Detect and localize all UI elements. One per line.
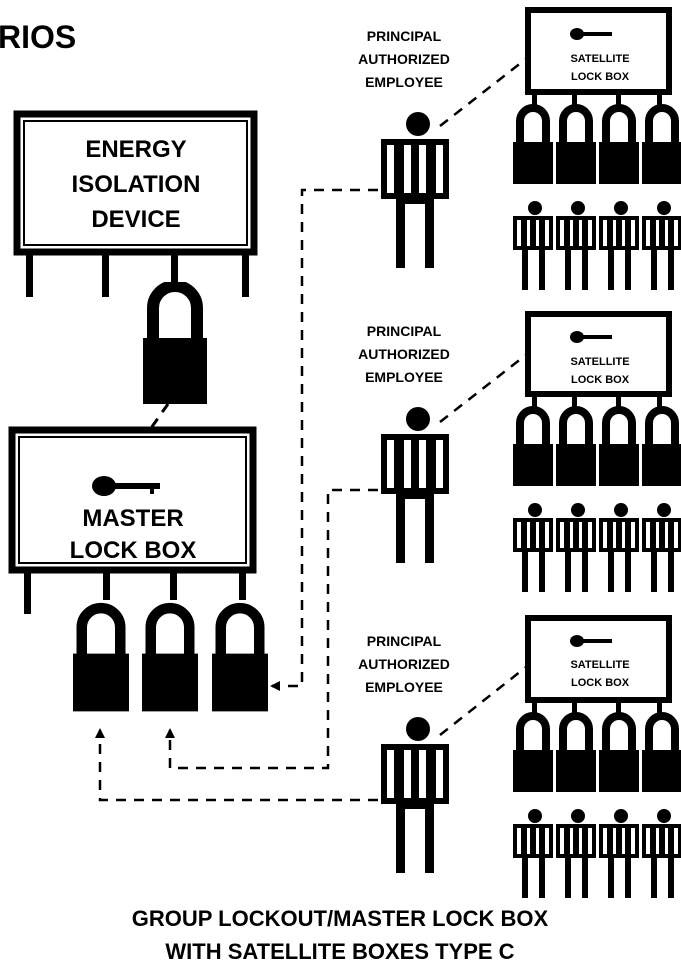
padlock-icon <box>212 608 268 711</box>
person-icon <box>513 200 553 290</box>
padlock-icon <box>513 716 553 792</box>
device-label-line-1: ENERGY <box>85 136 186 163</box>
person-icon <box>513 808 553 898</box>
person-icon <box>599 808 639 898</box>
device-label-line-3: DEVICE <box>91 206 180 233</box>
padlock-icon <box>73 608 129 711</box>
padlock-icon <box>513 410 553 486</box>
padlock-icon <box>599 716 639 792</box>
padlock-icon <box>599 410 639 486</box>
padlock-icon <box>556 716 596 792</box>
employee-label-line-3: EMPLOYEE <box>365 369 443 385</box>
employee-label-line-3: EMPLOYEE <box>365 679 443 695</box>
employee-label-line-2: AUTHORIZED <box>358 51 450 67</box>
padlock-icon <box>513 108 553 184</box>
satellite-label-line-1: SATELLITE <box>570 659 629 671</box>
person-icon <box>556 200 596 290</box>
satellite-label-line-2: LOCK BOX <box>571 677 630 689</box>
padlock-icon <box>556 108 596 184</box>
employee-label-line-1: PRINCIPAL <box>367 323 442 339</box>
person-icon <box>556 808 596 898</box>
master-box-label-line-1: MASTER <box>82 505 183 532</box>
padlock-icon <box>642 410 681 486</box>
person-icon <box>642 200 681 290</box>
padlock-icon <box>599 108 639 184</box>
person-icon <box>599 502 639 592</box>
padlock-icon <box>642 716 681 792</box>
padlock-icon <box>142 608 198 711</box>
padlock-icon <box>143 286 207 404</box>
employee-label-line-3: EMPLOYEE <box>365 74 443 90</box>
padlock-icon <box>556 410 596 486</box>
person-icon <box>384 717 446 873</box>
satellite-label-line-1: SATELLITE <box>570 356 629 368</box>
caption-line-1: GROUP LOCKOUT/MASTER LOCK BOX <box>132 906 549 931</box>
employee-group-3: PRINCIPAL AUTHORIZED EMPLOYEE SATELLITE … <box>358 615 681 898</box>
device-label-line-2: ISOLATION <box>72 171 201 198</box>
caption-line-2: WITH SATELLITE BOXES TYPE C <box>165 939 514 964</box>
person-icon <box>556 502 596 592</box>
employee-label-line-2: AUTHORIZED <box>358 656 450 672</box>
person-icon <box>642 808 681 898</box>
person-icon <box>384 112 446 268</box>
employee-lock-routes <box>95 188 378 802</box>
employee-label-line-1: PRINCIPAL <box>367 28 442 44</box>
master-box-label-line-2: LOCK BOX <box>70 537 197 564</box>
padlock-icon <box>642 108 681 184</box>
person-icon <box>384 407 446 563</box>
employee-group-1: PRINCIPAL AUTHORIZED EMPLOYEE SATELLITE … <box>358 7 681 290</box>
satellite-label-line-2: LOCK BOX <box>571 374 630 386</box>
employee-group-2: PRINCIPAL AUTHORIZED EMPLOYEE SATELLITE … <box>358 311 681 592</box>
satellite-label-line-1: SATELLITE <box>570 53 629 65</box>
person-icon <box>513 502 553 592</box>
satellite-label-line-2: LOCK BOX <box>571 71 630 83</box>
employee-label-line-2: AUTHORIZED <box>358 346 450 362</box>
master-lock-box: MASTER LOCK BOX <box>8 426 257 614</box>
person-icon <box>642 502 681 592</box>
person-icon <box>599 200 639 290</box>
energy-isolation-device: ENERGY ISOLATION DEVICE <box>13 110 258 297</box>
page-title: RIOS <box>0 19 76 55</box>
employee-label-line-1: PRINCIPAL <box>367 633 442 649</box>
